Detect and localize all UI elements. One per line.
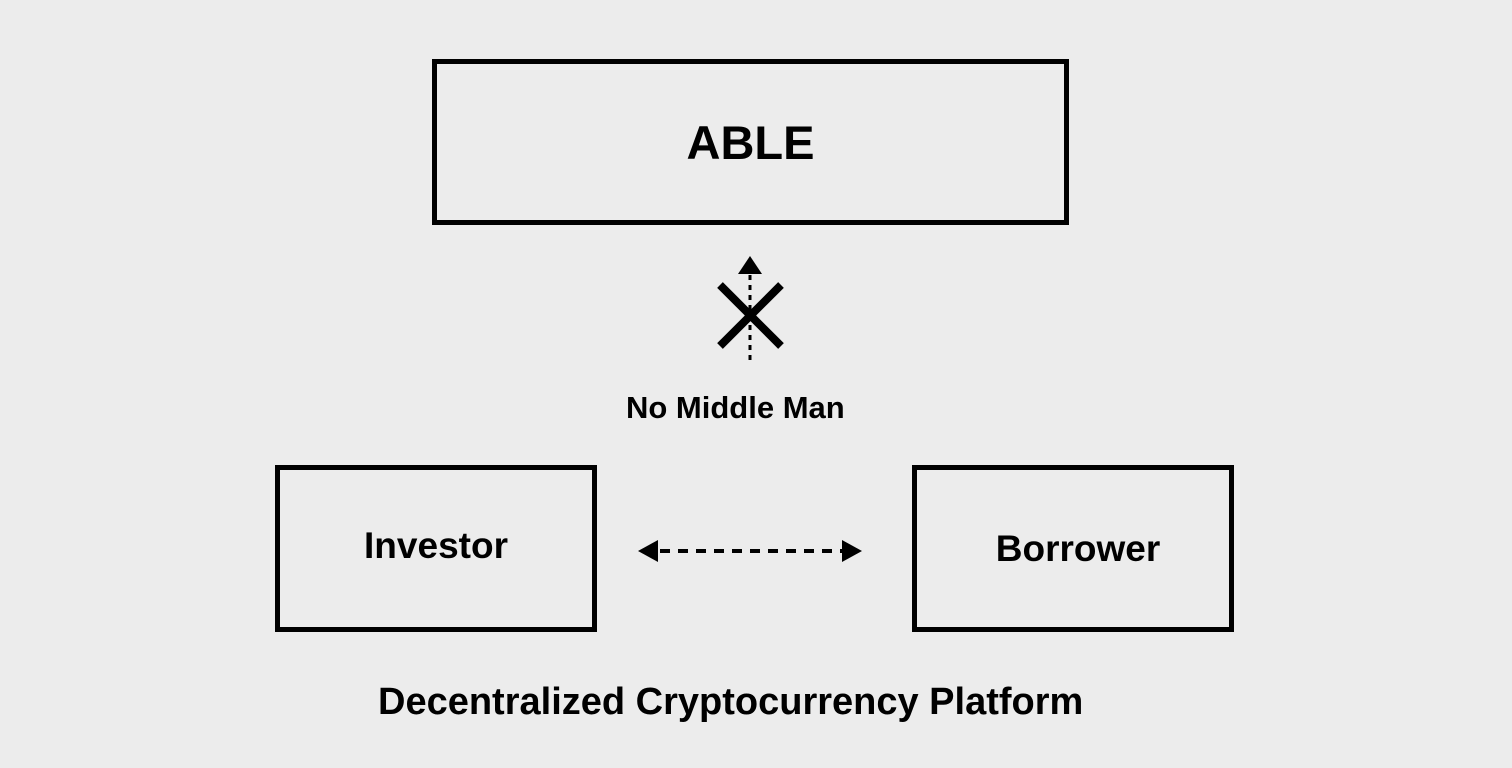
dotted-double-arrow-icon — [638, 540, 862, 562]
investor-label: Investor — [364, 524, 508, 566]
no-middle-man-label: No Middle Man — [626, 390, 845, 425]
platform-caption: Decentralized Cryptocurrency Platform — [378, 681, 1084, 723]
borrower-box: Borrower — [912, 465, 1234, 632]
able-label: ABLE — [686, 115, 815, 169]
borrower-label: Borrower — [995, 527, 1161, 569]
cross-icon — [717, 282, 784, 349]
investor-box: Investor — [275, 465, 597, 632]
able-box: ABLE — [432, 59, 1069, 225]
